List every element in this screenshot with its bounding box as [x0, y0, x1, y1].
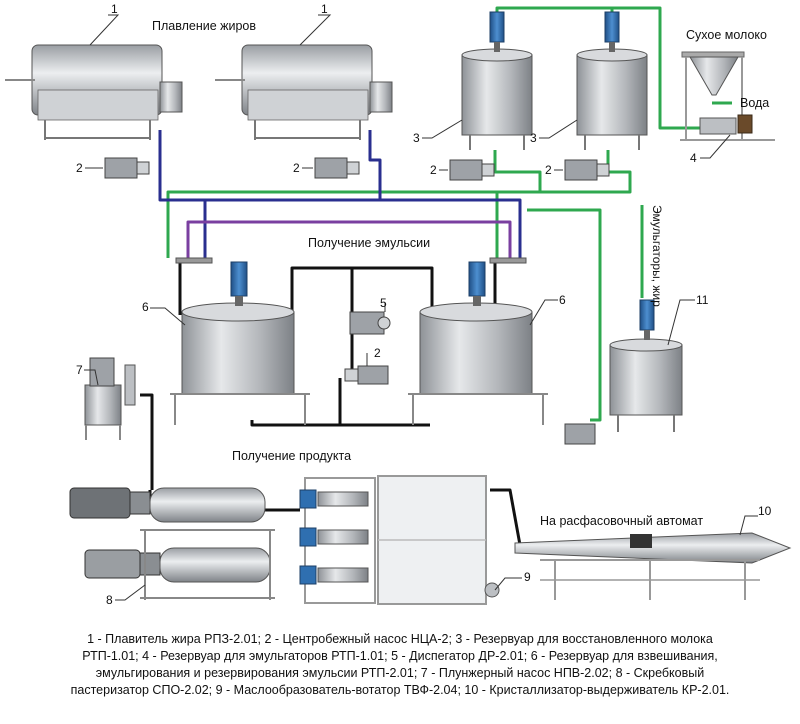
- label-emulsifiers-fat: Эмульгаторы, жир: [650, 205, 664, 307]
- heading-fat-melting: Плавление жиров: [152, 19, 257, 33]
- number-10: 10: [758, 504, 772, 518]
- number-8: 8: [106, 593, 113, 607]
- number-4: 4: [690, 151, 697, 165]
- crystallizer: [514, 532, 792, 600]
- number-5: 5: [380, 296, 387, 310]
- number-1a: 1: [111, 2, 118, 16]
- number-6b: 6: [559, 293, 566, 307]
- label-packing: На расфасовочный автомат: [540, 514, 704, 528]
- number-9: 9: [524, 570, 531, 584]
- number-2d: 2: [545, 163, 552, 177]
- caption-line-2: РТП-1.01; 4 - Резервуар для эмульгаторов…: [82, 649, 718, 663]
- caption-line-1: 1 - Плавитель жира РПЗ-2.01; 2 - Центроб…: [87, 632, 713, 646]
- plunger-pump: [84, 357, 136, 440]
- number-2b: 2: [293, 161, 300, 175]
- fat-melter-1: [5, 44, 183, 140]
- caption-line-4: пастеризатор СПО-2.02; 9 - Маслообразова…: [70, 683, 730, 697]
- heading-dry-milk: Сухое молоко: [686, 28, 767, 42]
- milk-tank-2: [576, 11, 648, 150]
- dry-milk-hopper: [680, 51, 775, 141]
- number-2c: 2: [430, 163, 437, 177]
- number-2e: 2: [374, 346, 381, 360]
- fat-melter-2: [215, 44, 393, 140]
- number-3b: 3: [530, 131, 537, 145]
- number-2a: 2: [76, 161, 83, 175]
- number-11: 11: [696, 293, 709, 307]
- heading-emulsion: Получение эмульсии: [308, 236, 431, 250]
- pipes: [140, 6, 732, 546]
- emulsifier-tank: [609, 299, 683, 432]
- milk-tank-1: [461, 11, 533, 150]
- heading-product: Получение продукта: [232, 449, 352, 463]
- caption-line-3: эмульгирования и резервирования эмульсии…: [95, 666, 705, 680]
- legend-caption: 1 - Плавитель жира РПЗ-2.01; 2 - Центроб…: [10, 631, 790, 699]
- number-3a: 3: [413, 131, 420, 145]
- number-1b: 1: [321, 2, 328, 16]
- disperser: [349, 311, 391, 335]
- number-7: 7: [76, 363, 83, 377]
- blue-pipes: [158, 130, 522, 258]
- leader-lines: [84, 14, 758, 601]
- pumps: [104, 157, 610, 445]
- number-6a: 6: [142, 300, 149, 314]
- emulsion-tank-2: [408, 257, 548, 425]
- label-water: Вода: [740, 96, 770, 110]
- votator: [299, 475, 500, 605]
- emulsion-tank-1: [170, 257, 310, 425]
- pasteurizer: [69, 487, 275, 600]
- purple-pipes: [186, 220, 512, 258]
